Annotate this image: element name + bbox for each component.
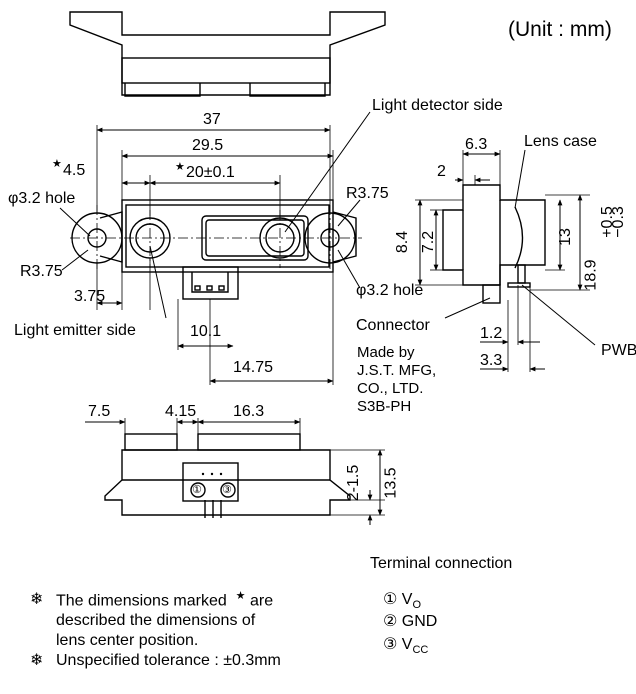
front-connector-dots <box>201 472 223 476</box>
dim-13-5: 13.5 <box>382 467 400 499</box>
star-mark-lens: ★ <box>175 161 185 173</box>
connector-maker: Made by J.S.T. MFG, CO., LTD. S3B-PH <box>357 344 436 416</box>
dim-14-75: 14.75 <box>233 359 274 376</box>
dim-3-75: 3.75 <box>74 288 106 305</box>
top-view-partial <box>69 11 386 97</box>
front-view <box>104 433 351 518</box>
dim-16-3: 16.3 <box>233 403 265 420</box>
dim-3-3: 3.3 <box>480 352 503 369</box>
note-mark-icon: ❄ <box>30 591 44 608</box>
maker-line: J.S.T. MFG, <box>357 362 437 379</box>
unit-label: (Unit : mm) <box>508 18 612 41</box>
note-line-1: The dimensions marked ★ are <box>56 590 273 611</box>
maker-line: CO., LTD. <box>357 380 424 397</box>
terminal-pin-3: ③ VCC <box>383 636 429 656</box>
pin-number: ② <box>383 613 398 630</box>
terminal-pin-2: ② GND <box>383 613 437 631</box>
dim-overall: 37 <box>203 111 221 128</box>
pin3-mark: ③ <box>222 484 232 496</box>
terminal-title: Terminal connection <box>370 555 513 572</box>
notes: ❄ The dimensions marked ★ are described … <box>30 590 281 671</box>
side-dimension-lines <box>417 149 596 372</box>
dim-10-1: 10.1 <box>190 323 222 340</box>
maker-line: S3B-PH <box>357 398 412 415</box>
dim-13-side: 13 <box>556 228 574 246</box>
light-detector-label: Light detector side <box>372 97 503 114</box>
plan-dimension-lines <box>59 111 371 384</box>
light-emitter-label: Light emitter side <box>14 322 136 339</box>
dim-7-2: 7.2 <box>420 230 438 254</box>
left-radius-label: R3.75 <box>20 263 63 280</box>
connector-label: Connector <box>356 317 430 334</box>
dim-6-3: 6.3 <box>465 136 488 153</box>
note-line-4: Unspecified tolerance : ±0.3mm <box>56 652 281 670</box>
dim-7-5: 7.5 <box>88 403 111 420</box>
right-radius-label: R3.75 <box>346 185 389 202</box>
center-lines <box>70 205 362 272</box>
dim-lens-center: 20±0.1 <box>186 164 235 181</box>
left-hole-label: φ3.2 hole <box>8 190 76 207</box>
star-mark-offset: ★ <box>52 158 62 170</box>
pin-name: V <box>401 591 413 608</box>
plan-view <box>71 199 357 300</box>
pwb-label: PWB <box>601 342 636 359</box>
note-text: are <box>249 592 274 610</box>
dim-2: 2 <box>437 163 446 180</box>
dim-hole-offset: 4.5 <box>63 162 86 179</box>
tol-minus: −0.3 <box>609 206 627 238</box>
dim-18-9: 18.9 <box>582 259 600 291</box>
note-star: ★ <box>235 590 246 602</box>
side-view <box>442 184 546 304</box>
pin-sub: CC <box>412 644 429 656</box>
terminal-pin-1: ① VO <box>383 591 422 611</box>
dim-4-15: 4.15 <box>165 403 197 420</box>
pin1-mark: ① <box>192 484 202 496</box>
pin-name: GND <box>401 613 438 630</box>
pin-name: V <box>401 636 413 653</box>
note-text: The dimensions marked <box>56 592 227 610</box>
dim-8-4: 8.4 <box>394 230 412 254</box>
maker-line: Made by <box>357 344 415 361</box>
note-line-3: lens center position. <box>56 632 199 650</box>
dim-1-2: 1.2 <box>480 325 503 342</box>
dim-mount-holes: 29.5 <box>192 137 224 154</box>
note-line-2: described the dimensions of <box>56 612 256 630</box>
dim-2-1-5: 2-1.5 <box>345 464 363 502</box>
lens-case-label: Lens case <box>524 133 597 150</box>
pin-number: ① <box>383 591 398 608</box>
front-dimension-lines <box>85 419 383 525</box>
right-hole-label: φ3.2 hole <box>356 282 424 299</box>
note-mark-icon: ❄ <box>30 652 44 670</box>
pin-number: ③ <box>383 636 398 653</box>
pin-sub: O <box>412 599 422 611</box>
side-extension-lines <box>415 150 590 372</box>
